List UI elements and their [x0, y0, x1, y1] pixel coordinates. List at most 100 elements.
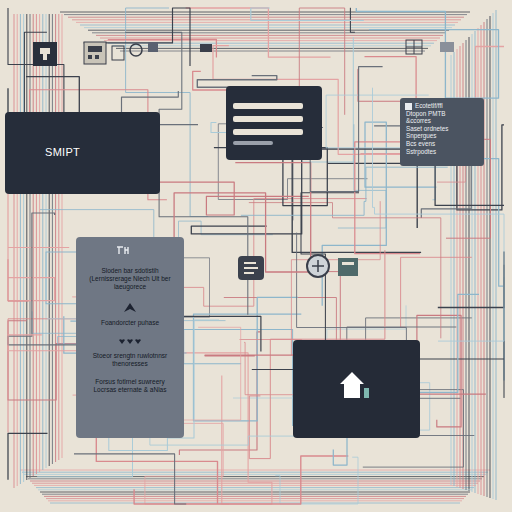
wire	[32, 483, 478, 484]
wire	[28, 478, 482, 479]
wire	[8, 8, 64, 126]
wire	[20, 470, 490, 471]
panel-text: Sstrpodtes	[406, 148, 480, 156]
wire	[442, 159, 504, 381]
wire	[80, 25, 455, 26]
app-glyph	[40, 48, 50, 60]
wire	[96, 35, 443, 36]
wire	[22, 472, 488, 473]
home-panel	[293, 340, 420, 438]
device-screen	[88, 46, 102, 52]
wire	[36, 14, 37, 474]
wire	[52, 14, 53, 464]
wire	[291, 201, 380, 355]
wire	[251, 8, 364, 20]
wire	[44, 496, 466, 497]
script-icon	[238, 256, 264, 280]
heart-row	[116, 337, 144, 346]
wire	[20, 14, 21, 484]
wire	[49, 14, 50, 466]
wire	[62, 14, 63, 458]
panel-icon	[405, 103, 412, 110]
wire	[496, 10, 497, 500]
server-slot	[342, 262, 354, 265]
panel-text: Foandorcter puhase	[86, 319, 174, 327]
wire	[17, 14, 18, 486]
wire	[174, 163, 311, 272]
module-icon	[200, 44, 212, 52]
house-icon	[340, 372, 364, 398]
wire	[417, 315, 486, 427]
wire	[211, 37, 353, 162]
device-key	[88, 55, 92, 59]
panel-text: &ccorres	[406, 117, 480, 125]
panel-text: Saset ordnetes	[406, 125, 480, 133]
wire	[48, 500, 462, 501]
wire	[68, 17, 464, 18]
menu-bar	[233, 141, 273, 145]
panel-text: Stoeor srengtn ruwlotnnsr thenoresses	[86, 352, 174, 368]
wire	[34, 485, 476, 486]
wire	[249, 203, 441, 339]
wire	[42, 14, 43, 470]
bird-icon	[122, 301, 138, 313]
wire	[358, 69, 405, 101]
wire	[410, 47, 504, 99]
wire	[490, 16, 491, 498]
wire	[356, 8, 498, 98]
panel-text: Sloden bar sdotistih (Lernissrerage Nlec…	[86, 267, 174, 291]
wire	[179, 221, 273, 321]
menu-bar	[233, 129, 303, 135]
chip-icon	[112, 46, 124, 60]
wire	[275, 457, 358, 504]
wire	[64, 14, 467, 15]
house-detail	[364, 388, 369, 398]
wire	[8, 259, 29, 301]
wire	[120, 51, 425, 52]
grid-icon	[406, 40, 422, 54]
card-icon	[116, 245, 132, 255]
wire	[116, 48, 428, 49]
wire	[197, 76, 276, 88]
wire	[42, 494, 468, 495]
wire	[373, 88, 505, 341]
panel-text: Dtopon PMTB	[406, 110, 480, 118]
feature-card: Sloden bar sdotistih (Lernissrerage Nlec…	[76, 237, 184, 438]
menu-panel	[226, 86, 322, 160]
title-box: SMIPT	[5, 112, 160, 194]
menu-bar	[233, 116, 303, 122]
wire	[58, 14, 59, 460]
wire	[8, 433, 48, 480]
wire	[36, 487, 474, 488]
node-icon	[307, 255, 329, 277]
grid-lines	[406, 40, 422, 54]
wire	[74, 454, 186, 504]
wire	[84, 8, 190, 66]
wire	[8, 183, 69, 301]
panel-text: Bcs evens	[406, 140, 480, 148]
wire	[38, 489, 472, 490]
wire	[484, 22, 485, 496]
device-key	[95, 55, 99, 59]
wire	[401, 257, 472, 327]
wire	[46, 498, 464, 499]
grid-icon	[148, 42, 158, 52]
server-icon	[338, 258, 358, 276]
wire	[14, 14, 15, 488]
node-glyph	[312, 260, 324, 272]
wire	[493, 13, 494, 499]
box-title: SMIPT	[45, 146, 80, 158]
wire	[338, 124, 386, 228]
script-glyph	[244, 263, 258, 273]
panel-text: Ecotetlf/ffl	[406, 102, 480, 110]
panel-text: Forsus fotlrnel suwreery Locrsas eternat…	[86, 378, 174, 394]
app-icon	[33, 42, 57, 66]
wire	[39, 14, 40, 472]
wire	[438, 251, 504, 307]
wire	[76, 22, 458, 23]
panel-text: Snpergues	[406, 132, 480, 140]
wire	[30, 14, 31, 478]
wire	[24, 474, 486, 475]
wire	[134, 456, 348, 504]
device-icon	[84, 42, 106, 64]
